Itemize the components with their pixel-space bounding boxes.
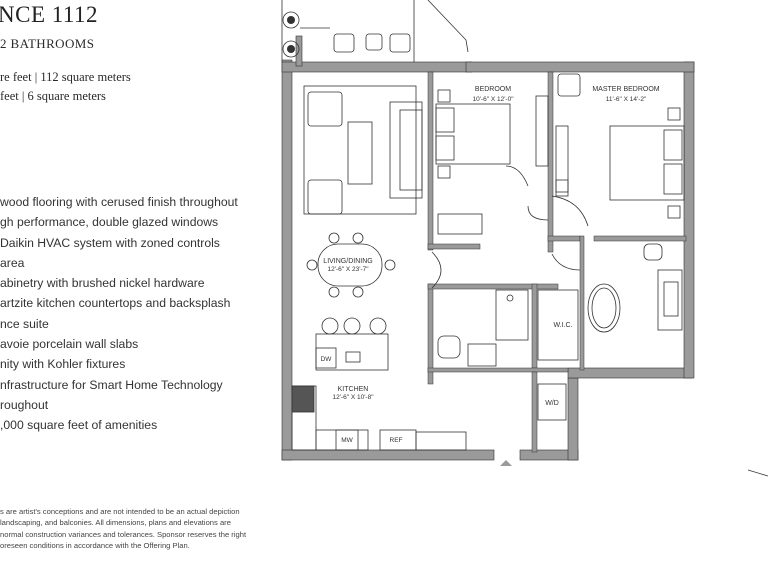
- disclaimer-line: s are artist's conceptions and are not i…: [0, 507, 240, 516]
- living-dims: 12'-6" X 23'-7": [327, 266, 369, 273]
- bedroom-furniture: [435, 89, 549, 235]
- living-furniture: [303, 85, 423, 298]
- living-name: LIVING/DINING: [323, 258, 372, 265]
- feature-item: gh performance, double glazed windows: [0, 215, 219, 230]
- plant-icon: [287, 16, 295, 53]
- terrace-furniture: [282, 11, 411, 58]
- bedroom-dims: 10'-6" X 12'-0": [472, 96, 514, 103]
- feature-item: artzite kitchen countertops and backspla…: [0, 296, 231, 311]
- features-list: wood flooring with cerused finish throug…: [0, 192, 238, 436]
- unit-bathrooms: 2 BATHROOMS: [0, 36, 95, 51]
- disclaimer-line: normal construction variances and tolera…: [0, 529, 247, 539]
- bathroom-fixtures: [431, 243, 683, 421]
- disclaimer-line: landscaping, and balconies. All dimensio…: [0, 518, 231, 528]
- interior-walls: [427, 71, 687, 453]
- exterior-area: feet | 6 square meters: [0, 89, 106, 103]
- interior-area: re feet | 112 square meters: [0, 70, 131, 84]
- master-bedroom-dims: 11'-6" X 14'-2": [606, 96, 647, 103]
- feature-item: abinetry with brushed nickel hardware: [0, 276, 205, 291]
- refrigerator-label: REF: [390, 437, 403, 444]
- feature-item: nfrastructure for Smart Home Technology: [0, 377, 223, 392]
- disclaimer-line: oreseen conditions in accordance with th…: [0, 540, 190, 550]
- master-bedroom-name: MASTER BEDROOM: [592, 86, 659, 93]
- feature-item: Daikin HVAC system with zoned controls: [0, 235, 220, 250]
- bedroom-name: BEDROOM: [475, 86, 511, 93]
- microwave-label: MW: [341, 437, 353, 444]
- master-bedroom-furniture: [551, 73, 685, 227]
- kitchen-name: KITCHEN: [338, 386, 369, 393]
- exterior-walls: [281, 35, 695, 461]
- unit-title: NCE 1112: [0, 2, 99, 27]
- disclaimer: s are artist's conceptions and are not i…: [0, 506, 274, 551]
- feature-item: roughout: [0, 397, 49, 412]
- feature-item: wood flooring with cerused finish throug…: [0, 195, 238, 209]
- feature-item: nity with Kohler fixtures: [0, 357, 126, 372]
- kitchen: [291, 317, 467, 451]
- kitchen-dims: 12'-6" X 10'-8": [332, 394, 374, 401]
- entry-arrow-icon: [500, 460, 512, 466]
- dishwasher-label: DW: [321, 356, 333, 363]
- feature-item: area: [0, 255, 25, 270]
- washer-dryer-label: W/D: [545, 400, 559, 407]
- feature-item: nce suite: [0, 316, 49, 331]
- feature-item: avoie porcelain wall slabs: [0, 337, 139, 352]
- feature-item: ,000 square feet of amenities: [0, 418, 158, 433]
- walk-in-closet-label: W.I.C.: [553, 322, 572, 329]
